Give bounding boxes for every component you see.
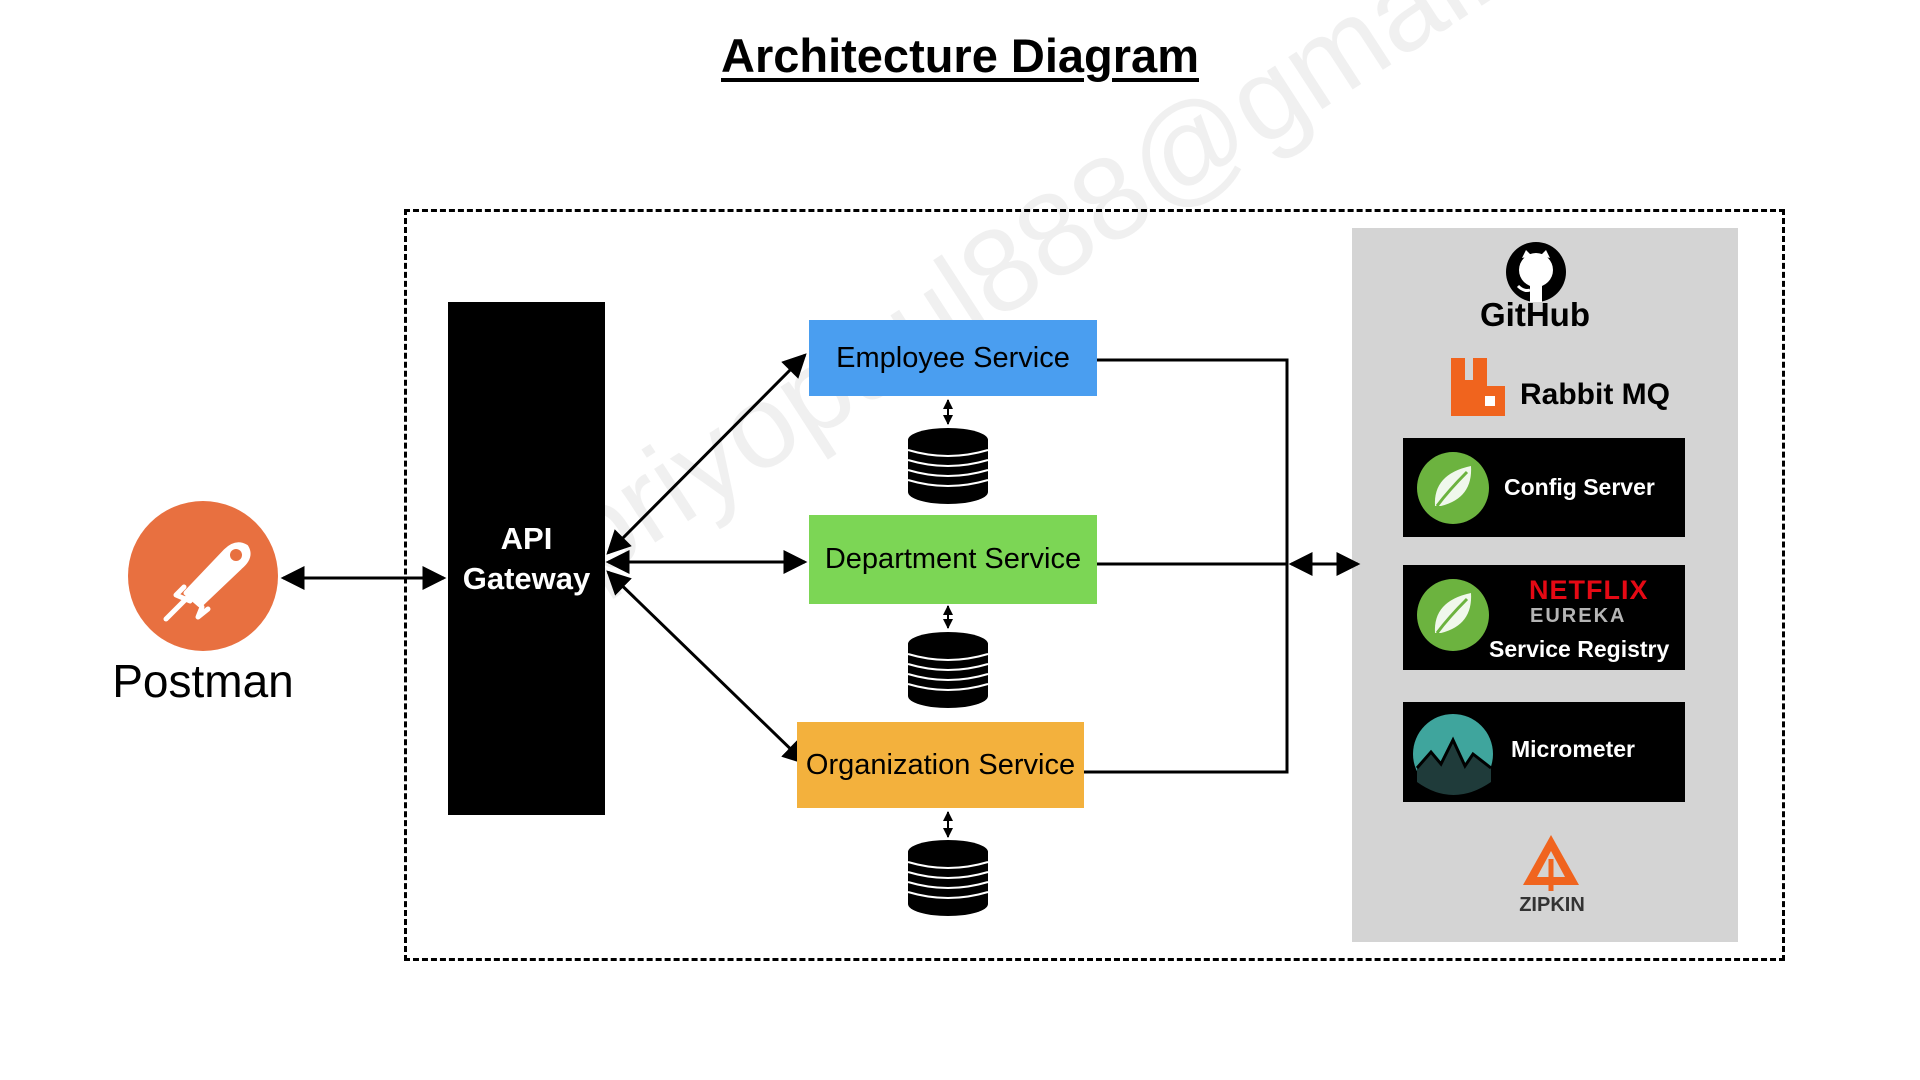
- github-octocat-icon: [1504, 240, 1568, 304]
- employee-db-icon: [907, 428, 989, 504]
- employee-bus-line: [1084, 358, 1289, 774]
- api-gateway: API Gateway: [448, 302, 605, 815]
- micrometer: Micrometer: [1403, 702, 1685, 802]
- spring-leaf-icon: [1415, 577, 1491, 653]
- gateway-employee-arrow: [606, 353, 807, 555]
- spring-leaf-icon: [1415, 450, 1491, 526]
- config-server-label: Config Server: [1504, 474, 1655, 500]
- department-db-icon: [907, 632, 989, 708]
- employee-service-label: Employee Service: [836, 341, 1070, 374]
- zipkin-label: ZIPKIN: [1519, 894, 1585, 916]
- netflix-wordmark: NETFLIX: [1529, 575, 1649, 605]
- rabbitmq-label: Rabbit MQ: [1520, 378, 1670, 411]
- employee-service: Employee Service: [809, 320, 1097, 396]
- eureka-wordmark: EUREKA: [1530, 605, 1627, 627]
- micrometer-label: Micrometer: [1511, 736, 1635, 762]
- config-server: Config Server: [1403, 438, 1685, 537]
- zipkin-icon: [1521, 833, 1581, 893]
- organization-db-icon: [907, 840, 989, 916]
- micrometer-icon: [1411, 712, 1495, 796]
- postman-rocket-icon: [128, 501, 278, 651]
- rabbitmq-icon: [1449, 354, 1509, 418]
- diagram-title: Architecture Diagram: [721, 29, 1199, 82]
- gateway-organization-arrow: [606, 570, 807, 765]
- postman-label: Postman: [112, 655, 294, 707]
- service-registry-label: Service Registry: [1489, 636, 1670, 662]
- api-gateway-label: API Gateway: [462, 520, 591, 596]
- github-label: GitHub: [1480, 296, 1590, 333]
- organization-service-label: Organization Service: [805, 748, 1076, 781]
- organization-service: Organization Service: [797, 722, 1084, 808]
- department-service: Department Service: [809, 515, 1097, 604]
- department-service-label: Department Service: [824, 543, 1082, 575]
- service-registry: NETFLIX EUREKA Service Registry: [1403, 565, 1685, 670]
